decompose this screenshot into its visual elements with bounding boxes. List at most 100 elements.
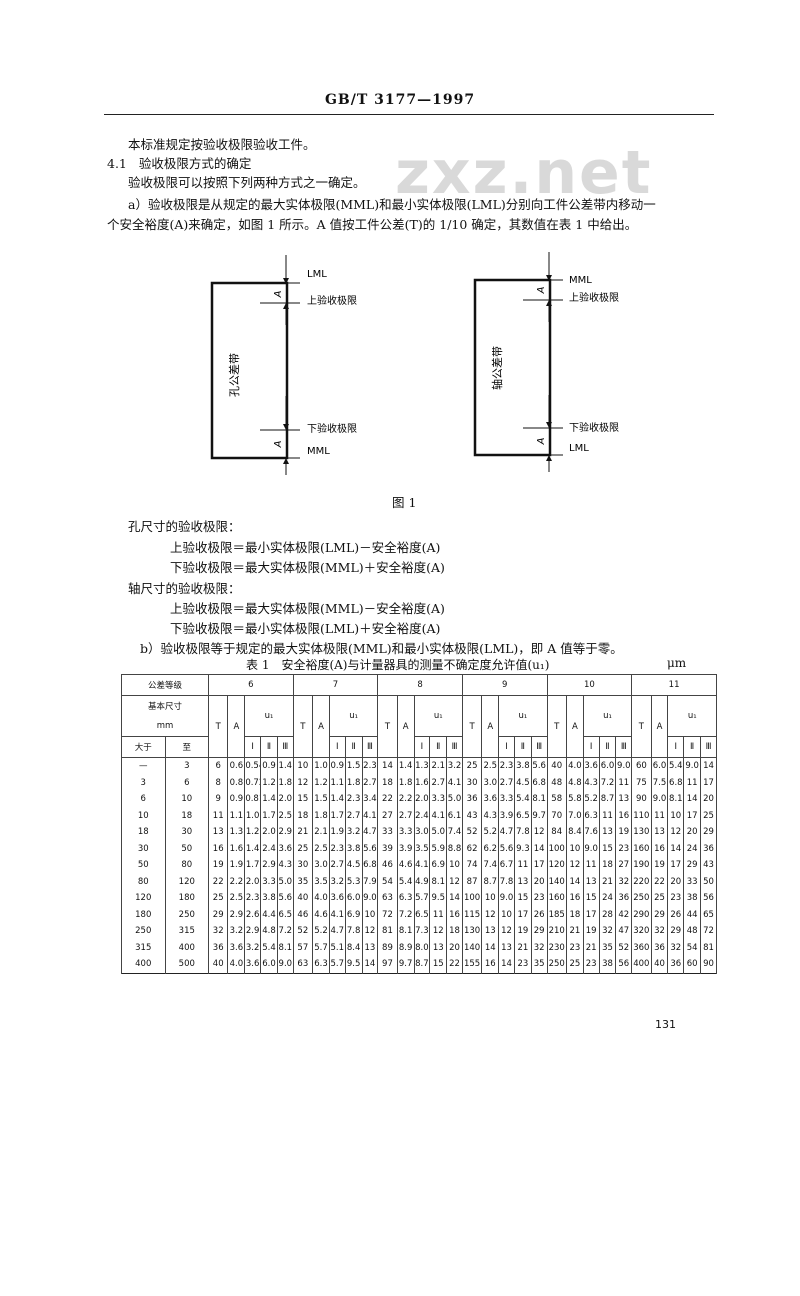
u1-III-value: 4.1	[446, 774, 463, 791]
A-value: 3.3	[396, 824, 415, 841]
T-value: 25	[208, 890, 229, 907]
u1-I-value: 0.54	[244, 757, 262, 775]
u1-I-value: 2.7	[498, 774, 515, 791]
u1-II-value: 32	[598, 923, 617, 940]
u1-II-value: 4.5	[344, 857, 363, 874]
u1-I-value: 1.6	[413, 774, 431, 791]
u1-I-value: 6.8	[667, 774, 685, 791]
A-value: 1.5	[312, 791, 330, 808]
size-over: 250	[121, 923, 166, 940]
shaft-upper-accept-label: 上验收极限	[569, 291, 619, 304]
u1-III-value: 4.1	[361, 807, 379, 824]
A-header: A	[650, 695, 669, 758]
T-value: 32	[208, 923, 229, 940]
A-value: 8.1	[396, 923, 415, 940]
T-value: 52	[461, 824, 483, 841]
u1-II-value: 9.5	[344, 956, 363, 973]
T-value: 27	[377, 807, 398, 824]
u1-II-value: 6.5	[513, 807, 532, 824]
u1-III-value: 65	[700, 906, 717, 923]
T-value: 155	[461, 956, 483, 973]
u1-I-value: 1.4	[244, 840, 262, 857]
T-value: 30	[292, 857, 314, 874]
T-value: 60	[631, 757, 652, 775]
hole-a-bottom: A	[273, 440, 284, 448]
watermark: zxz.net	[395, 138, 653, 208]
hole-a-top: A	[273, 290, 284, 298]
A-value: 23	[565, 939, 584, 956]
size-to: 120	[164, 873, 210, 890]
u1-III-value: 2.7	[361, 774, 379, 791]
page-header: GB/T 3177—1997	[324, 92, 476, 108]
A-value: 1.9	[227, 857, 246, 874]
T-header: T	[377, 695, 398, 758]
u1-class-II: Ⅱ	[598, 736, 617, 758]
u1-II-value: 11	[683, 774, 702, 791]
u1-I-value: 5.4	[667, 757, 685, 775]
hole-mml-label: MML	[307, 446, 330, 457]
u1-I-value: 6.3	[582, 807, 600, 824]
T-value: 130	[631, 824, 652, 841]
u1-I-value: 2.3	[244, 890, 262, 907]
u1-I-value: 13	[498, 939, 515, 956]
size-to: 6	[164, 774, 210, 791]
u1-III-value: 14	[361, 956, 379, 973]
T-value: 230	[546, 939, 567, 956]
A-value: 6.3	[312, 956, 330, 973]
T-value: 100	[461, 890, 483, 907]
u1-I-value: 3.0	[413, 824, 431, 841]
T-value: 18	[292, 807, 314, 824]
T-value: 130	[461, 923, 483, 940]
A-value: 8.9	[396, 939, 415, 956]
u1-II-value: 6.9	[429, 857, 448, 874]
u1-III-value: 43	[700, 857, 717, 874]
size-to: 400	[164, 939, 210, 956]
u1-class-III: Ⅲ	[700, 736, 717, 758]
T-value: 81	[377, 923, 398, 940]
hole-limits-title: 孔尺寸的验收极限：	[128, 519, 241, 534]
u1-III-value: 7.2	[276, 923, 294, 940]
u1-II-value: 1.5	[344, 757, 363, 775]
A-value: 4.8	[565, 774, 584, 791]
T-header: T	[461, 695, 483, 758]
A-value: 13	[481, 923, 500, 940]
u1-I-value: 1.0	[244, 807, 262, 824]
u1-II-value: 24	[683, 840, 702, 857]
A-value: 0.9	[227, 791, 246, 808]
T-value: 120	[546, 857, 567, 874]
size-to: 500	[164, 956, 210, 973]
u1-II-value: 8.4	[344, 939, 363, 956]
A-value: 2.5	[312, 840, 330, 857]
u1-II-value: 24	[598, 890, 617, 907]
size-over: 80	[121, 873, 166, 890]
u1-III-value: 90	[700, 956, 717, 973]
T-value: 160	[631, 840, 652, 857]
T-value: 360	[631, 939, 652, 956]
u1-I-value: 0.72	[244, 774, 262, 791]
table-unit: μm	[667, 656, 687, 670]
u1-III-value: 3.6	[276, 840, 294, 857]
u1-I-value: 6.5	[413, 906, 431, 923]
u1-II-value: 3.8	[513, 757, 532, 775]
u1-I-value: 1.9	[328, 824, 346, 841]
u1-II-value: 60	[683, 956, 702, 973]
shaft-limits-title: 轴尺寸的验收极限：	[128, 581, 241, 596]
u1-III-value: 8.1	[530, 791, 548, 808]
u1-I-value: 1.3	[413, 757, 431, 775]
T-value: 140	[461, 939, 483, 956]
u1-III-value: 22	[446, 956, 463, 973]
u1-I-value: 5.6	[498, 840, 515, 857]
A-value: 29	[650, 906, 669, 923]
u1-III-value: 32	[615, 873, 633, 890]
A-value: 25	[650, 890, 669, 907]
u1-III-value: 5.0	[276, 873, 294, 890]
T-value: 70	[546, 807, 567, 824]
u1-class-I: Ⅰ	[413, 736, 431, 758]
A-value: 1.1	[227, 807, 246, 824]
u1-III-value: 35	[530, 956, 548, 973]
A-value: 3.0	[481, 774, 500, 791]
A-value: 11	[650, 807, 669, 824]
